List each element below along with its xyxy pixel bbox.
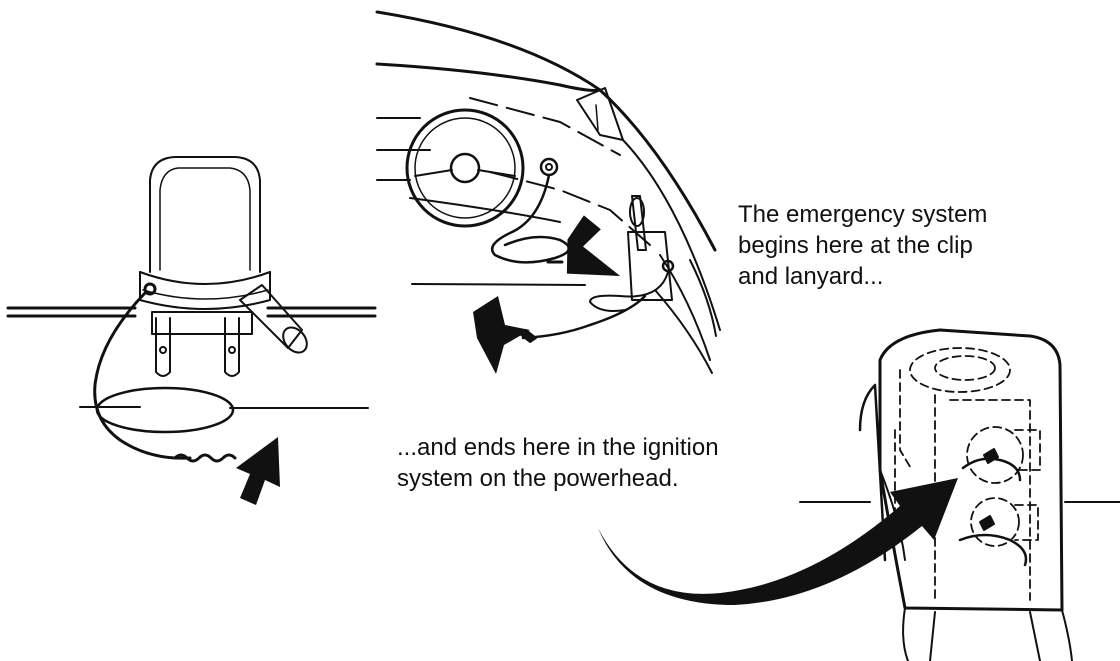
boat-helm-console-icon: [377, 12, 720, 374]
caption-start: The emergency system begins here at the …: [738, 199, 987, 292]
pointer-arrow-icon: [598, 478, 958, 605]
pointer-arrow-icon: [236, 437, 280, 505]
pointer-arrow-icon: [563, 213, 620, 280]
outboard-motor-tiller-icon: [8, 157, 375, 505]
caption-end: ...and ends here in the ignition system …: [397, 432, 719, 494]
ignition-powerhead-cutaway-icon: [598, 330, 1120, 661]
